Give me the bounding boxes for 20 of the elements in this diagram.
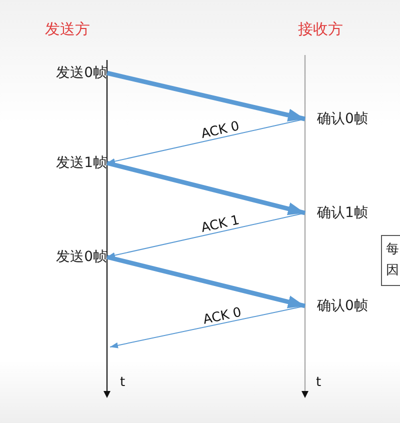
column-heading: 发送方 xyxy=(45,20,90,39)
edge-label: ACK 0 xyxy=(200,305,244,327)
edge-label: ACK 0 xyxy=(198,120,242,142)
arrow xyxy=(110,306,306,348)
arrow xyxy=(106,70,306,122)
event-label: 发送0帧 xyxy=(30,246,107,268)
event-label: 确认1帧 xyxy=(305,202,387,224)
arrow xyxy=(106,118,306,164)
note-box: 每因 xyxy=(381,235,400,286)
time-axis-label: t xyxy=(120,375,126,390)
edge-label: ACK 1 xyxy=(198,214,242,236)
arrow xyxy=(106,160,306,216)
column-heading: 接收方 xyxy=(298,20,343,39)
time-axis-label: t xyxy=(316,375,322,390)
event-label: 发送0帧 xyxy=(30,62,107,84)
arrow xyxy=(106,254,306,308)
arrow xyxy=(106,212,306,258)
event-label: 发送1帧 xyxy=(30,152,107,174)
event-label: 确认0帧 xyxy=(305,108,387,130)
event-label: 确认0帧 xyxy=(305,295,387,317)
